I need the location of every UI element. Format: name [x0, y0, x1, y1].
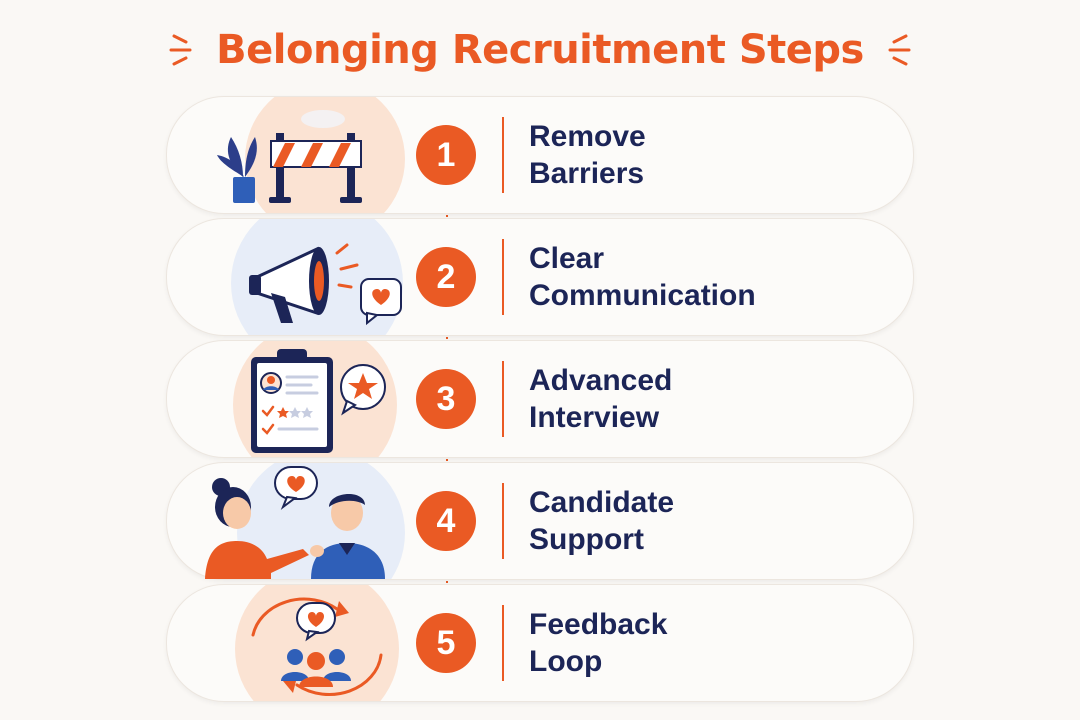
feedback-loop-icon	[235, 585, 399, 701]
illustration-3	[197, 341, 427, 457]
step-number-badge: 1	[416, 125, 476, 185]
divider-line	[502, 483, 504, 559]
divider-line	[502, 605, 504, 681]
step-card-4: 4 Candidate Support	[166, 462, 914, 580]
roadblock-barrier-icon	[217, 97, 405, 213]
title-row: Belonging Recruitment Steps	[0, 22, 1080, 78]
step-card-5: 5 Feedback Loop	[166, 584, 914, 702]
step-label: Advanced Interview	[529, 364, 673, 434]
sparkle-right-icon	[888, 34, 911, 66]
divider-line	[502, 117, 504, 193]
step-card-2: 2 Clear Communication	[166, 218, 914, 336]
step-number-badge: 5	[416, 613, 476, 673]
page-title: Belonging Recruitment Steps	[216, 27, 864, 73]
clipboard-evaluation-icon	[233, 341, 397, 457]
step-number-badge: 2	[416, 247, 476, 307]
step-label: Remove Barriers	[529, 120, 646, 190]
step-card-1: 1 Remove Barriers	[166, 96, 914, 214]
step-label: Clear Communication	[529, 242, 756, 312]
illustration-1	[197, 97, 427, 213]
illustration-5	[197, 585, 427, 701]
divider-line	[502, 361, 504, 437]
step-number-badge: 4	[416, 491, 476, 551]
megaphone-icon	[231, 219, 403, 335]
step-number-badge: 3	[416, 369, 476, 429]
divider-line	[502, 239, 504, 315]
sparkle-left-icon	[169, 34, 192, 66]
step-card-3: 3 Advanced Interview	[166, 340, 914, 458]
illustration-2	[197, 219, 427, 335]
step-label: Feedback Loop	[529, 608, 668, 678]
illustration-4	[197, 463, 427, 579]
step-label: Candidate Support	[529, 486, 675, 556]
people-conversation-icon	[205, 463, 405, 579]
